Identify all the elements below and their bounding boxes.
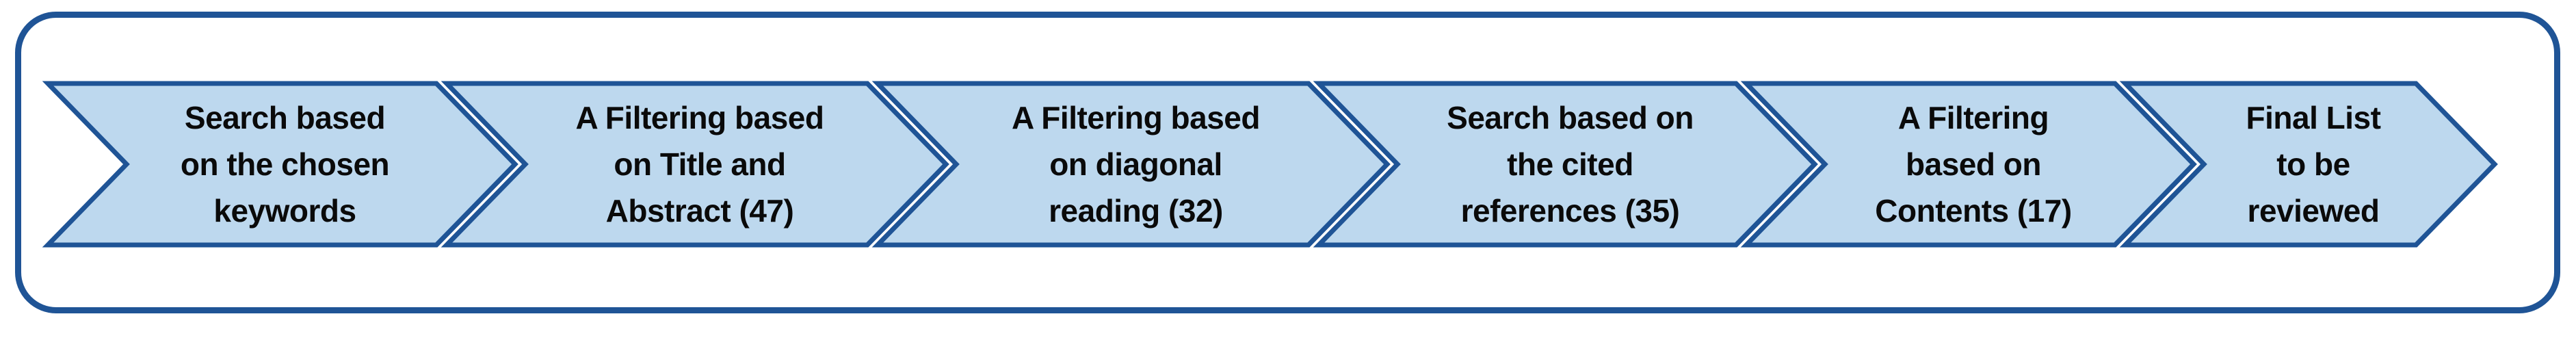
chevron-shape [441,81,949,248]
chevron-arrow-icon [1313,81,1818,248]
chevron-arrow-icon [871,81,1391,248]
chevron-shape [1740,81,2197,248]
chevron-shape [42,81,518,248]
chevron-arrow-icon [2119,81,2498,248]
step-filter-contents: A Filtering based on Contents (17) [1740,81,2197,248]
step-label: Search based on the chosen keywords [180,100,390,229]
step-filter-diagonal-reading: A Filtering based on diagonal reading (3… [871,81,1391,248]
chevron-arrow-icon [1740,81,2197,248]
flow-container-border [15,12,2560,313]
chevron-shape [1313,81,1818,248]
step-filter-title-abstract: A Filtering based on Title and Abstract … [441,81,949,248]
step-label: A Filtering based on diagonal reading (3… [1012,100,1260,229]
step-label: A Filtering based on Contents (17) [1875,100,2072,229]
step-label: Final List to be reviewed [2246,100,2381,229]
step-label: A Filtering based on Title and Abstract … [575,100,824,229]
step-label: Search based on the cited references (35… [1447,100,1694,229]
chevron-shape [2119,81,2498,248]
step-final-list: Final List to be reviewed [2119,81,2498,248]
step-search-keywords: Search based on the chosen keywords [42,81,518,248]
chevron-arrow-icon [42,81,518,248]
chevron-shape [871,81,1391,248]
step-search-cited-references: Search based on the cited references (35… [1313,81,1818,248]
chevron-arrow-icon [441,81,949,248]
